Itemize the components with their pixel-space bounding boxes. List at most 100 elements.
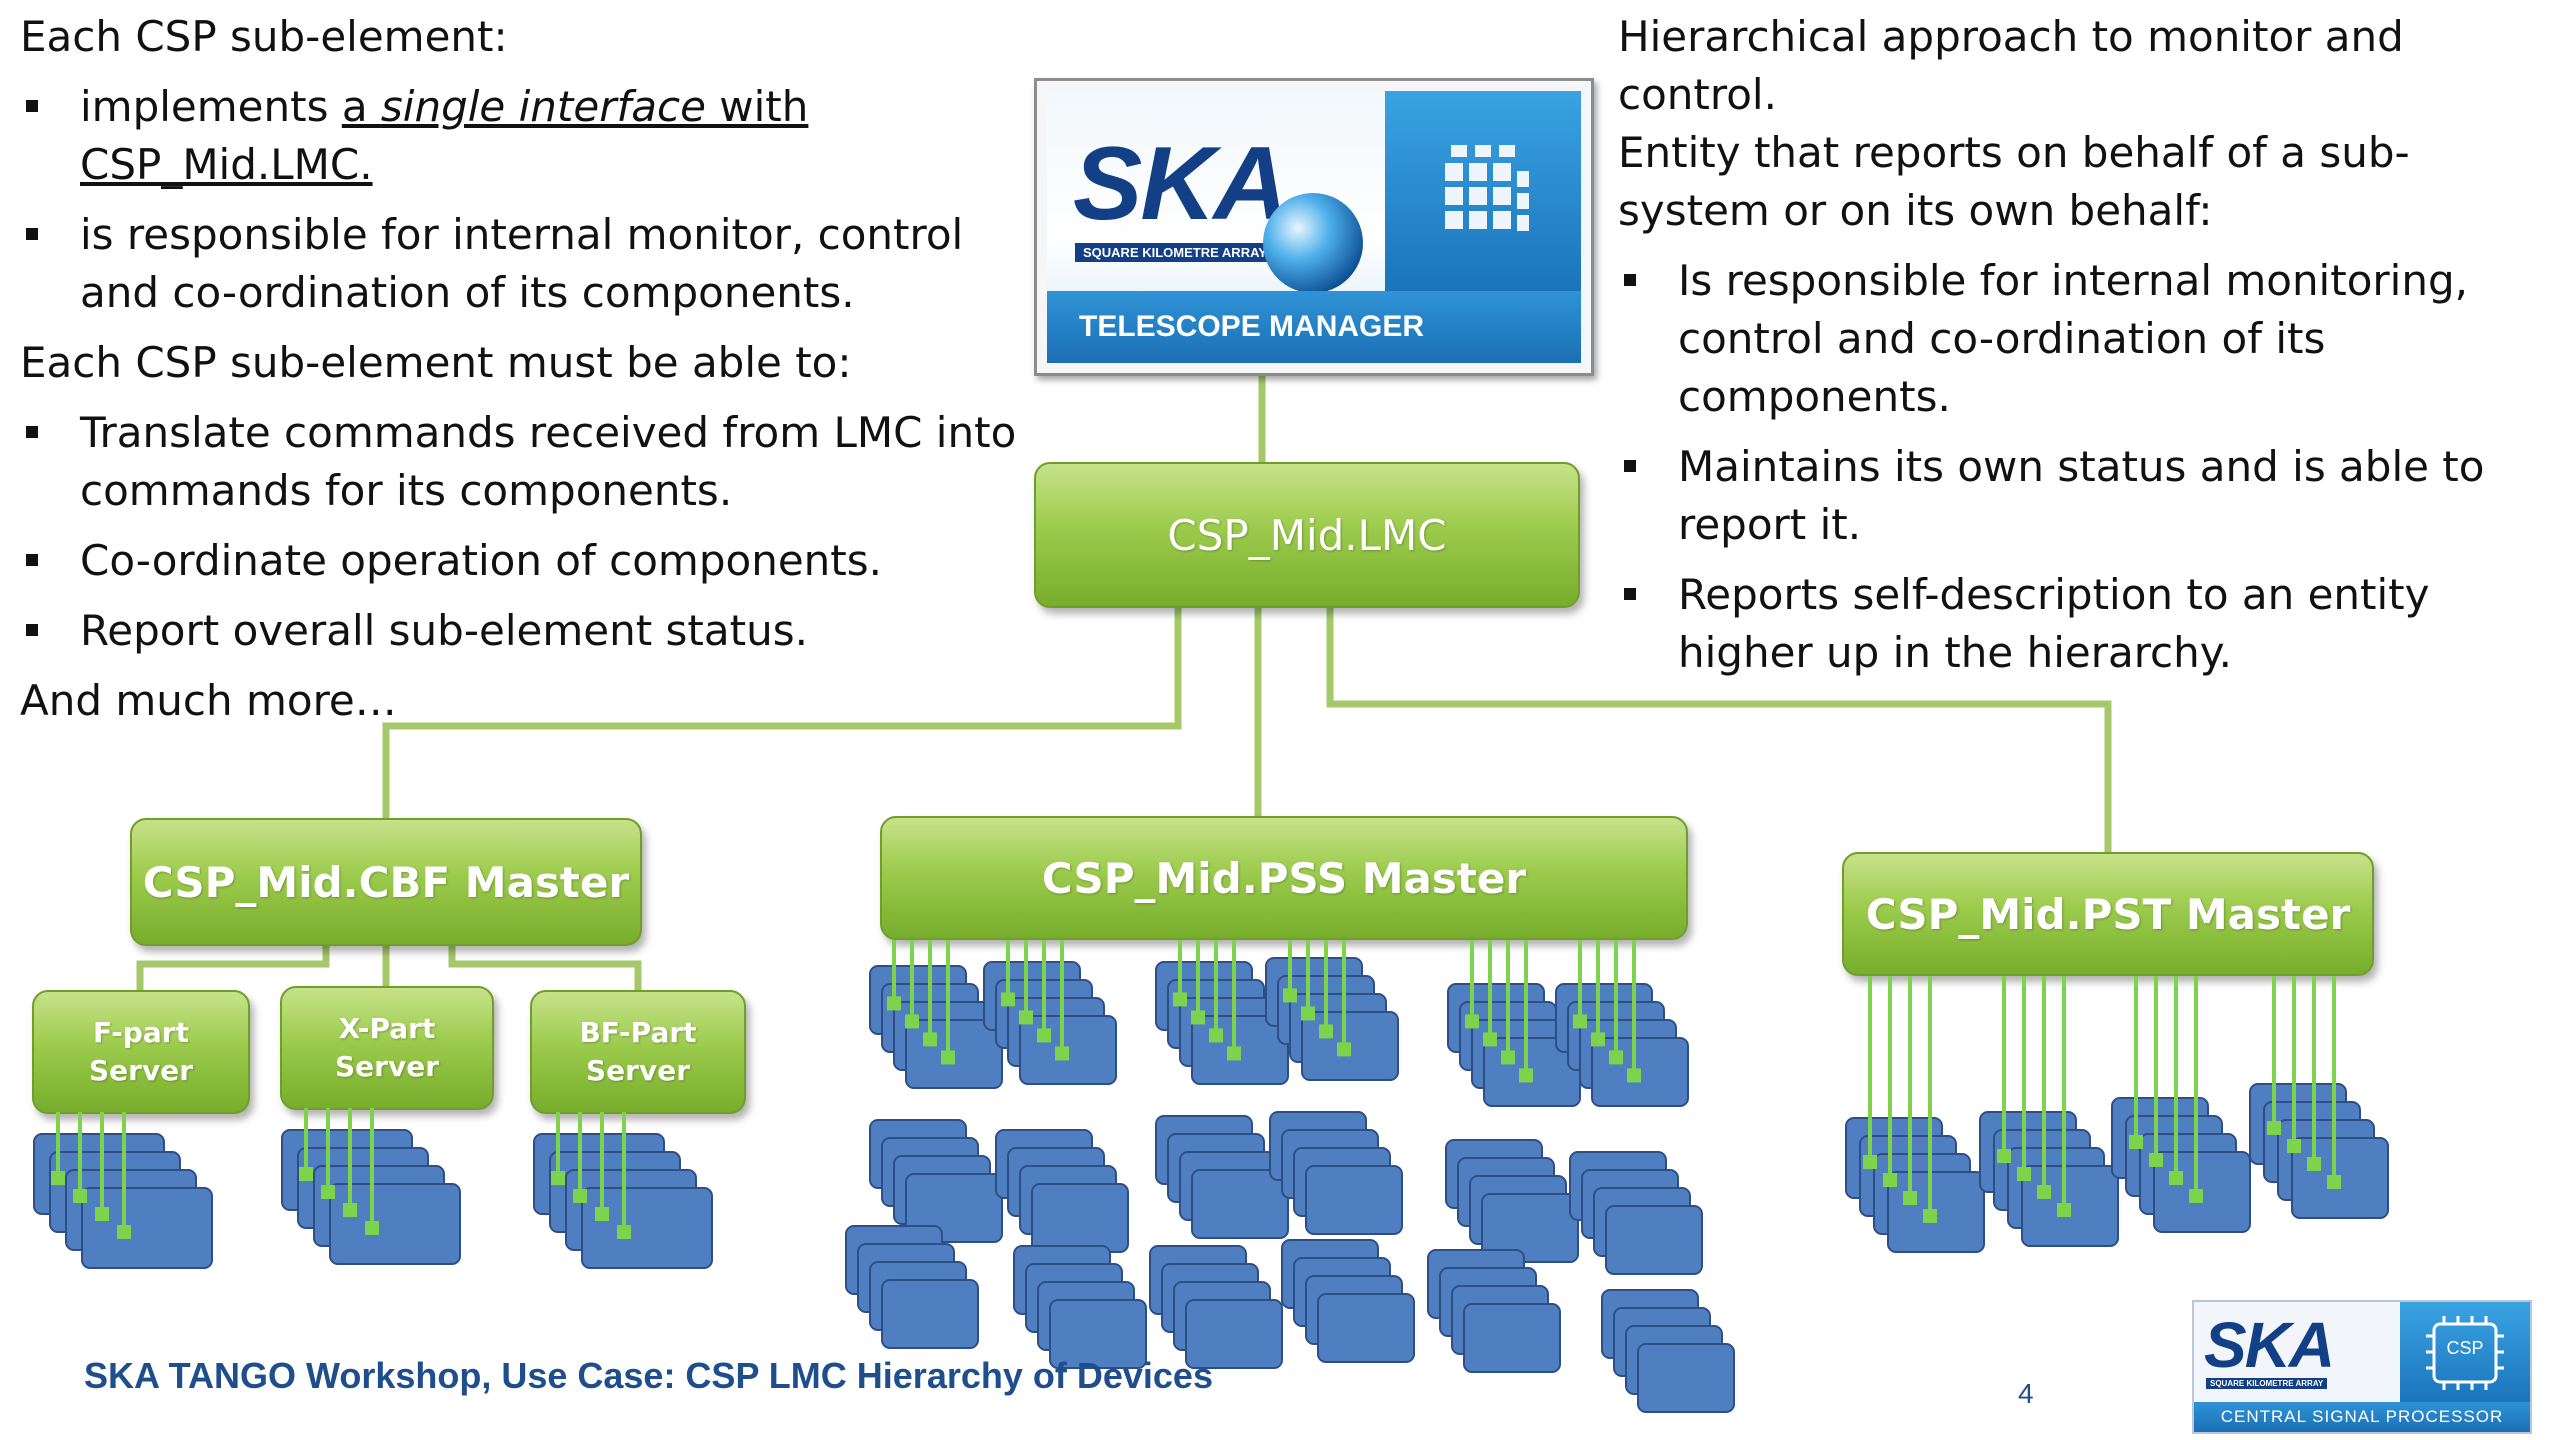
cbf-master-label: CSP_Mid.CBF Master	[142, 857, 630, 907]
device-box	[1481, 1193, 1579, 1263]
csp-logo-label: CENTRAL SIGNAL PROCESSOR	[2194, 1402, 2530, 1432]
device-port	[95, 1207, 109, 1221]
device-port	[2287, 1139, 2301, 1153]
device-port	[1037, 1028, 1051, 1043]
device-port	[2307, 1157, 2321, 1171]
device-stack	[983, 940, 1117, 1085]
device-port	[573, 1189, 587, 1203]
device-box	[1191, 1169, 1289, 1239]
left-bullet-list-2: Translate commands received from LMC int…	[20, 404, 1020, 660]
device-port	[2189, 1189, 2203, 1203]
device-stack	[1569, 1151, 1703, 1275]
device-box	[1637, 1343, 1735, 1413]
device-port	[1055, 1046, 1069, 1061]
device-port	[321, 1185, 335, 1199]
device-port	[1191, 1010, 1205, 1025]
left-bullet-responsible: is responsible for internal monitor, con…	[20, 206, 1020, 322]
bullet-text-lmc-ref: CSP_Mid.LMC.	[80, 140, 373, 189]
right-bullet-list: Is responsible for internal monitoring, …	[1618, 252, 2558, 682]
device-stack	[1845, 976, 1985, 1253]
device-box	[1317, 1293, 1415, 1363]
device-port	[1319, 1024, 1333, 1039]
device-port	[1863, 1155, 1877, 1169]
device-box	[329, 1183, 461, 1265]
xpart-server-node: X-Part Server	[280, 986, 494, 1110]
cbf-bfpart-connector	[448, 946, 642, 990]
device-stack	[1155, 1115, 1289, 1239]
device-port	[73, 1189, 87, 1203]
device-port	[1209, 1028, 1223, 1043]
left-heading-1: Each CSP sub-element:	[20, 12, 508, 61]
right-bullet-self-description: Reports self-description to an entity hi…	[1618, 566, 2558, 682]
device-port	[1997, 1149, 2011, 1163]
device-box	[1049, 1299, 1147, 1369]
device-port	[941, 1050, 955, 1065]
left-description: Each CSP sub-element: implements a singl…	[20, 8, 1020, 742]
device-port	[923, 1032, 937, 1047]
telescope-manager-label: TELESCOPE MANAGER	[1047, 291, 1581, 363]
device-port	[1019, 1010, 1033, 1025]
left-bullet-coordinate: Co-ordinate operation of components.	[20, 532, 1020, 590]
right-bullet-responsible: Is responsible for internal monitoring, …	[1618, 252, 2558, 426]
device-stack	[995, 1129, 1129, 1253]
device-stack	[1269, 1111, 1403, 1235]
device-port	[2057, 1203, 2071, 1217]
device-port	[1337, 1042, 1351, 1057]
ska-logo-word: SKA	[1073, 126, 1289, 242]
bfpart-server-label-1: BF-Part	[579, 1016, 697, 1049]
fpart-server-label-2: Server	[88, 1054, 193, 1087]
device-stack	[281, 1108, 461, 1265]
device-port	[365, 1221, 379, 1235]
device-stack	[2111, 976, 2251, 1233]
device-port	[343, 1203, 357, 1217]
fpart-server-node: F-part Server	[32, 990, 250, 1114]
cbf-master-node: CSP_Mid.CBF Master	[130, 818, 642, 946]
device-port	[887, 996, 901, 1011]
device-port	[1519, 1068, 1533, 1083]
device-port	[299, 1167, 313, 1181]
device-port	[2129, 1135, 2143, 1149]
device-port	[551, 1171, 565, 1185]
device-box	[81, 1187, 213, 1269]
device-stack	[1281, 1239, 1415, 1363]
device-stack	[1979, 976, 2119, 1247]
device-stack	[1555, 940, 1689, 1107]
device-port	[617, 1225, 631, 1239]
device-stack	[1013, 1245, 1147, 1369]
right-description: Hierarchical approach to monitor and con…	[1618, 8, 2558, 694]
lmc-cbf-connector	[382, 608, 1182, 818]
pst-master-node: CSP_Mid.PST Master	[1842, 852, 2374, 976]
device-port	[2327, 1175, 2341, 1189]
lmc-pst-connector	[1326, 608, 2112, 852]
xpart-server-label-1: X-Part	[338, 1012, 436, 1045]
device-port	[2017, 1167, 2031, 1181]
device-port	[1227, 1046, 1241, 1061]
device-port	[1591, 1032, 1605, 1047]
telescope-manager-cube-panel	[1385, 91, 1581, 295]
device-port	[1283, 988, 1297, 1003]
device-port	[595, 1207, 609, 1221]
bullet-text-underlined: a single interface with	[341, 82, 809, 131]
device-port	[51, 1171, 65, 1185]
device-port	[1501, 1050, 1515, 1065]
device-port	[905, 1014, 919, 1029]
device-port	[2037, 1185, 2051, 1199]
cube-grid-icon	[1445, 145, 1529, 231]
device-port	[1301, 1006, 1315, 1021]
left-bullet-report: Report overall sub-element status.	[20, 602, 1020, 660]
single-interface-emphasis: single interface	[380, 82, 706, 131]
left-closing: And much more…	[20, 676, 397, 725]
lmc-node: CSP_Mid.LMC	[1034, 462, 1580, 608]
device-box	[1185, 1299, 1283, 1369]
device-stack	[33, 1112, 213, 1269]
device-port	[2267, 1121, 2281, 1135]
device-stack	[533, 1112, 713, 1269]
right-intro-line-1: Hierarchical approach to monitor and con…	[1618, 12, 2404, 119]
device-port	[1465, 1014, 1479, 1029]
device-stack	[869, 940, 1003, 1089]
device-port	[1883, 1173, 1897, 1187]
device-box	[1031, 1183, 1129, 1253]
